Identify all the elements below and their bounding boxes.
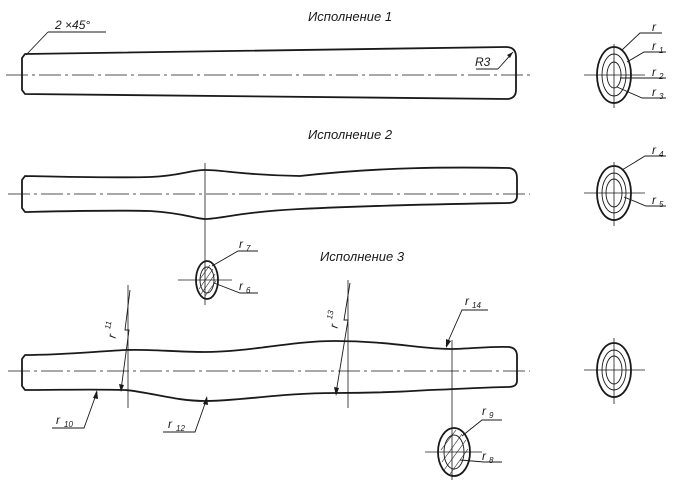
svg-text:r: r	[652, 193, 657, 207]
r7-label: 7	[246, 244, 251, 253]
chamfer-label: 2 ×45°	[54, 18, 90, 32]
r1-label: 1	[659, 46, 663, 55]
radius-r11-callout: r 11	[103, 289, 131, 392]
handle-variant-1	[6, 46, 530, 100]
r4-label: 4	[659, 150, 664, 159]
svg-text:r: r	[239, 237, 244, 251]
variant-1-title: Исполнение 1	[308, 9, 392, 24]
r10-label: 10	[64, 420, 73, 429]
variant-2-title: Исполнение 2	[308, 127, 393, 142]
r12-label: 12	[176, 424, 185, 433]
r6-label: 6	[246, 286, 251, 295]
r14-label: 14	[472, 301, 481, 310]
svg-text:r: r	[652, 85, 657, 99]
r8-label: 8	[489, 456, 494, 465]
svg-text:r: r	[652, 143, 657, 157]
svg-text:r: r	[652, 39, 657, 53]
chamfer-callout: 2 ×45°	[25, 18, 106, 56]
svg-text:r: r	[482, 449, 487, 463]
handle-variant-2	[8, 163, 530, 305]
svg-text:r: r	[482, 404, 487, 418]
svg-text:r: r	[239, 279, 244, 293]
variant-3-title: Исполнение 3	[320, 249, 405, 264]
r13-label: 13	[325, 309, 336, 320]
svg-text:r: r	[465, 294, 470, 308]
radius-r3-callout: R3	[475, 51, 514, 70]
section-variant-2: r 4 r 5	[584, 143, 666, 226]
svg-text:r: r	[168, 417, 173, 431]
r-label: r	[652, 20, 657, 34]
svg-text:r: r	[105, 332, 120, 339]
section-variant-1: r r 1 r 2 r 3	[584, 20, 666, 108]
radius-r12-callout: r 12	[163, 396, 208, 433]
section-variant-2-waist: r 7 r 6	[178, 237, 258, 300]
r5-label: 5	[659, 200, 664, 209]
radius-r13-callout: r 13	[325, 282, 351, 396]
radius-r3-label: R3	[475, 55, 491, 69]
radius-r14-callout: r 14	[445, 294, 488, 348]
svg-text:r: r	[327, 322, 342, 329]
r3-label: 3	[659, 92, 664, 101]
r2-label: 2	[658, 72, 664, 81]
radius-r10-callout: r 10	[52, 390, 98, 429]
r9-label: 9	[489, 411, 494, 420]
r11-label: 11	[103, 320, 113, 330]
svg-text:r: r	[652, 65, 657, 79]
handle-variant-3	[8, 280, 530, 480]
section-variant-3	[584, 338, 645, 404]
svg-text:r: r	[56, 413, 61, 427]
section-variant-3-end: r 9 r 8	[425, 404, 502, 477]
